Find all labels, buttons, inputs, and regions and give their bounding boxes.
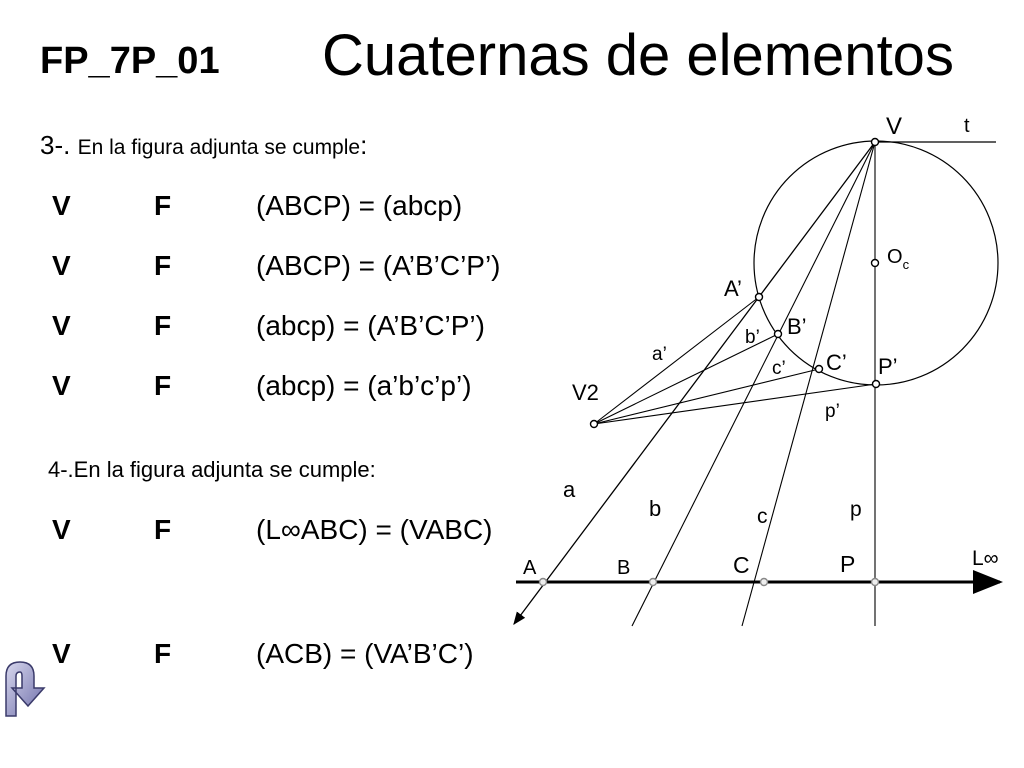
q3-item2-false-option[interactable]: F — [154, 250, 172, 281]
slide-code: FP_7P_01 — [40, 40, 220, 82]
question-3-colon: : — [360, 130, 368, 160]
label-p-prime: P’ — [878, 354, 898, 379]
line-p-prime — [593, 383, 877, 425]
question-3-prompt: 3-. En la figura adjunta se cumple: — [40, 130, 367, 161]
q4-item1-statement: (L∞ABC) = (VABC) — [256, 514, 493, 545]
q3-item2-true-option[interactable]: V — [52, 250, 71, 281]
label-a-prime-line: a’ — [652, 344, 667, 365]
return-arrow-icon — [5, 661, 46, 717]
return-button[interactable] — [0, 658, 52, 720]
question-3-text: En la figura adjunta se cumple — [77, 136, 361, 159]
line-c — [741, 141, 876, 627]
label-point-c: C — [733, 552, 750, 578]
q4-item1-true-option[interactable]: V — [52, 514, 71, 545]
label-t: t — [964, 115, 970, 137]
q3-item4-true-option[interactable]: V — [52, 370, 71, 401]
line-c-prime — [593, 368, 820, 425]
line-b — [631, 141, 876, 627]
q4-item2-true-option[interactable]: V — [52, 638, 71, 669]
question-3-number: 3-. — [40, 130, 71, 160]
label-v: V — [886, 113, 902, 140]
point-v2 — [589, 419, 599, 429]
line-a — [513, 141, 876, 626]
q4-item1-false-option[interactable]: F — [154, 514, 172, 545]
label-b-prime-line: b’ — [745, 327, 760, 348]
q4-item2-false-option[interactable]: F — [154, 638, 172, 669]
label-point-p: P — [840, 551, 855, 577]
label-line-p: p — [850, 498, 862, 521]
point-c-prime — [814, 364, 824, 374]
point-b — [648, 577, 658, 587]
q3-item1-true-option[interactable]: V — [52, 190, 71, 221]
label-c-prime: C’ — [826, 350, 847, 375]
q3-item4-false-option[interactable]: F — [154, 370, 172, 401]
q3-item3-false-option[interactable]: F — [154, 310, 172, 341]
label-oc-sub: c — [903, 257, 910, 272]
q3-item3-true-option[interactable]: V — [52, 310, 71, 341]
q3-item1-statement: (ABCP) = (abcp) — [256, 190, 463, 221]
q3-item4-statement: (abcp) = (a’b’c’p’) — [256, 370, 472, 401]
label-b-prime: B’ — [787, 314, 807, 339]
label-oc-main: O — [887, 246, 903, 268]
q3-item2-statement: (ABCP) = (A’B’C’P’) — [256, 250, 501, 281]
q4-item2-statement: (ACB) = (VA’B’C’) — [256, 638, 474, 669]
label-l-infinity: L∞ — [972, 547, 999, 570]
label-line-a: a — [563, 477, 576, 502]
point-a-prime — [754, 292, 764, 302]
label-p-prime-line: p’ — [825, 401, 840, 422]
label-point-a: A — [523, 557, 537, 579]
slide-title: Cuaternas de elementos — [322, 23, 954, 88]
line-b-prime — [593, 333, 779, 425]
point-p-prime — [871, 379, 881, 389]
q3-item1-false-option[interactable]: F — [154, 190, 172, 221]
label-line-b: b — [649, 496, 661, 521]
point-b-prime — [773, 329, 783, 339]
point-p — [870, 577, 880, 587]
label-c-prime-line: c’ — [772, 358, 786, 379]
line-a-prime — [593, 296, 760, 425]
label-oc: Oc — [887, 246, 910, 272]
point-oc — [870, 258, 880, 268]
point-c — [759, 577, 769, 587]
question-4-prompt: 4-.En la figura adjunta se cumple: — [48, 457, 376, 482]
label-line-c: c — [757, 505, 768, 528]
label-point-b: B — [617, 557, 630, 579]
point-v — [870, 137, 880, 147]
label-a-prime: A’ — [724, 276, 742, 301]
q3-item3-statement: (abcp) = (A’B’C’P’) — [256, 310, 485, 341]
label-v2: V2 — [572, 380, 599, 405]
point-a — [538, 577, 548, 587]
